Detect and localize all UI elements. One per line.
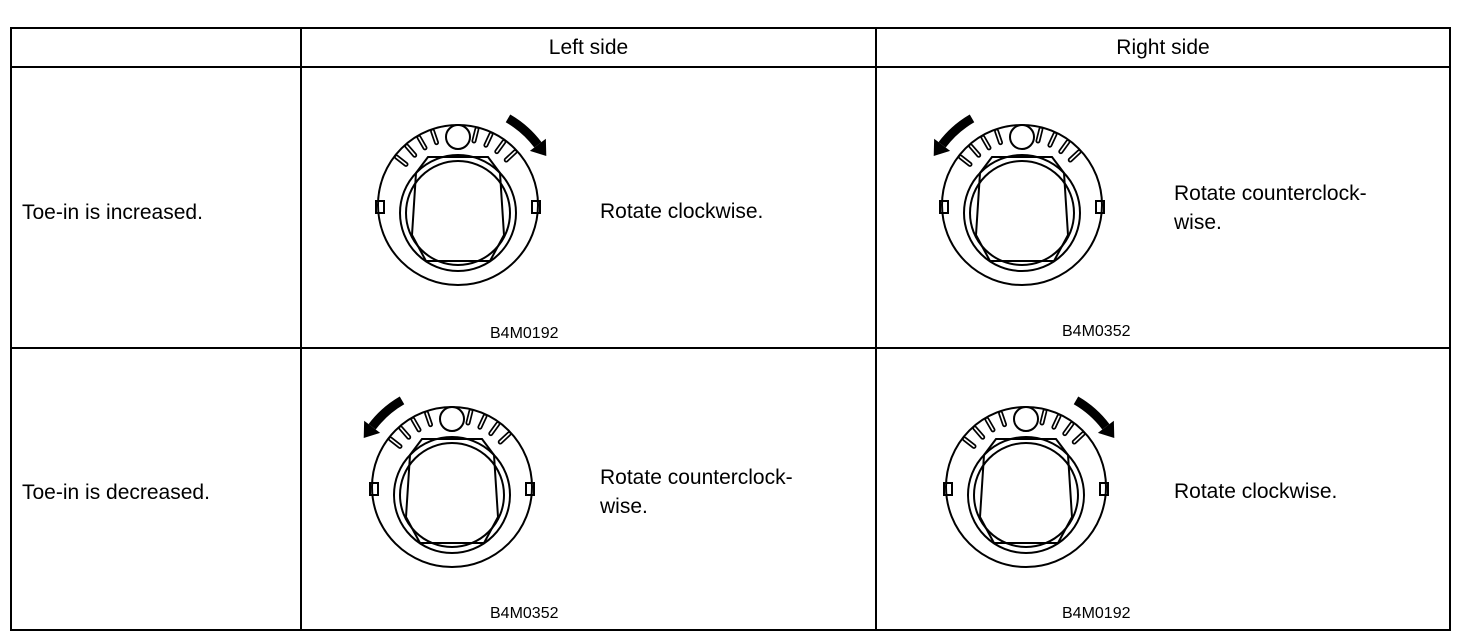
instruction-line: wise. <box>1174 211 1222 234</box>
instruction-text: Rotate counterclock- wise. <box>600 463 793 521</box>
toe-adjustment-table: Left side Right side Toe-in is increased… <box>10 27 1451 631</box>
column-divider-2 <box>875 29 877 629</box>
figure-code: B4M0192 <box>1062 605 1131 622</box>
instruction-line: Rotate counterclock- <box>600 466 793 489</box>
figure-code: B4M0352 <box>1062 323 1131 340</box>
header-right-side: Right side <box>1116 36 1210 59</box>
instruction-line: Rotate clockwise. <box>1174 480 1338 503</box>
instruction-line: Rotate counterclock- <box>1174 182 1367 205</box>
figure-code: B4M0192 <box>490 325 559 342</box>
row-divider <box>12 347 1449 349</box>
instruction-text: Rotate clockwise. <box>1174 477 1337 506</box>
instruction-text: Rotate counterclock- wise. <box>1174 179 1367 237</box>
row-label-increased: Toe-in is increased. <box>22 201 203 224</box>
row-label-decreased: Toe-in is decreased. <box>22 481 210 504</box>
adjuster-dial-clockwise-icon <box>943 396 1115 568</box>
column-divider-1 <box>300 29 302 629</box>
instruction-line: Rotate clockwise. <box>600 200 764 223</box>
adjuster-dial-counterclockwise-icon <box>363 396 535 568</box>
instruction-line: wise. <box>600 495 648 518</box>
header-left-side: Left side <box>548 36 629 59</box>
figure-code: B4M0352 <box>490 605 559 622</box>
header-corner <box>12 29 300 67</box>
header-divider <box>12 66 1449 68</box>
adjuster-dial-counterclockwise-icon <box>933 114 1105 286</box>
instruction-text: Rotate clockwise. <box>600 197 763 226</box>
adjuster-dial-clockwise-icon <box>375 114 547 286</box>
